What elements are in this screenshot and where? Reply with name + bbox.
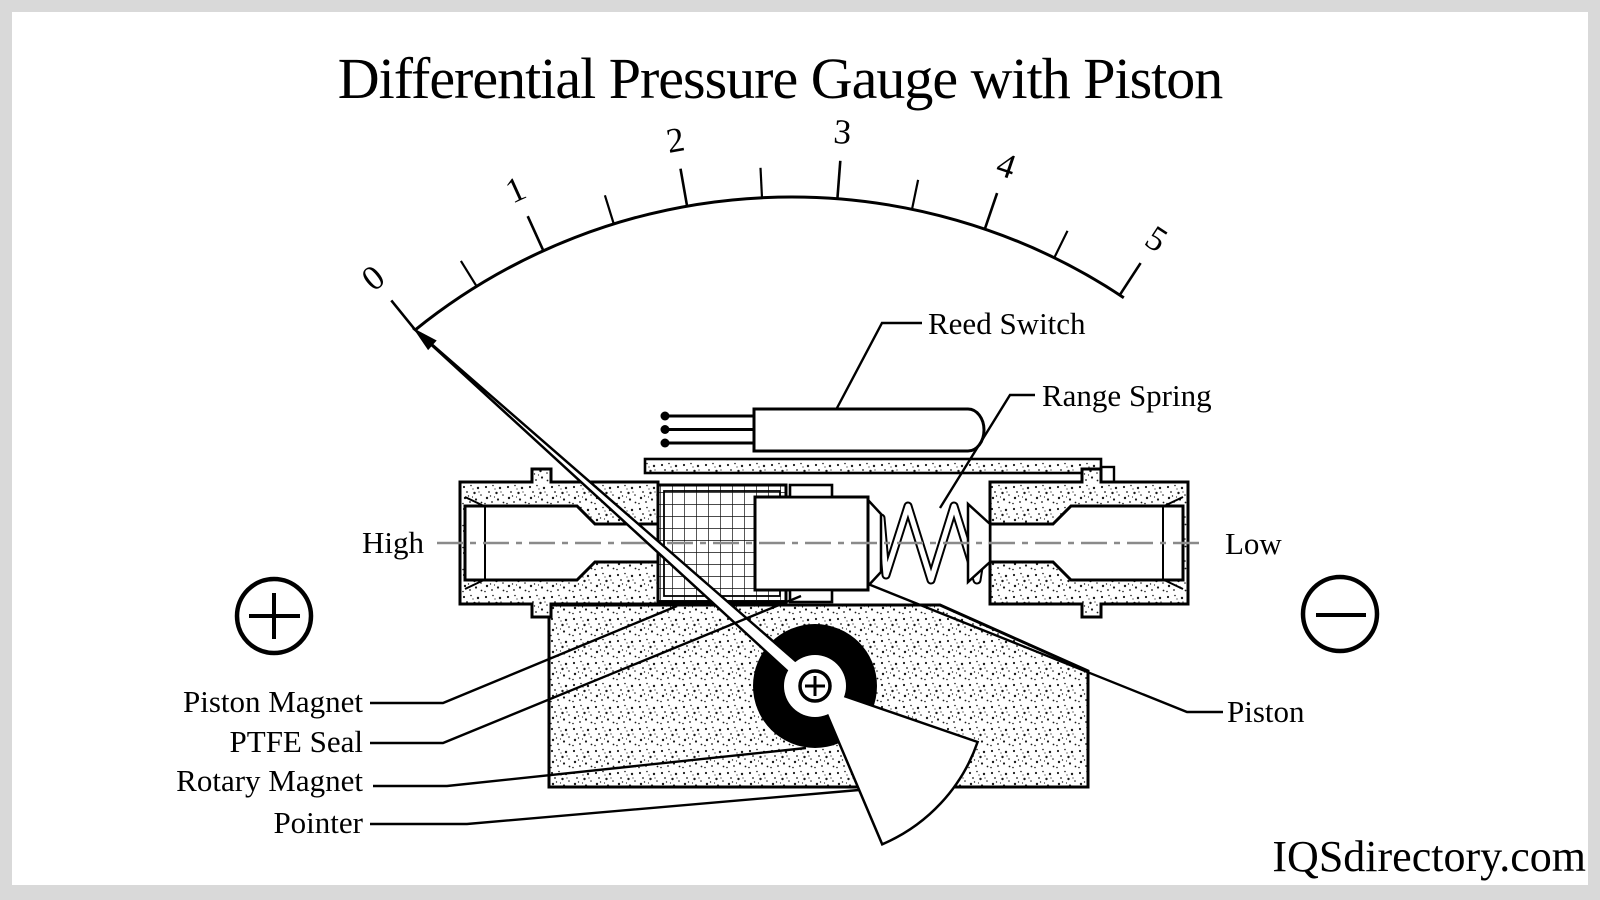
ptfe-seal-bottom [788,588,834,604]
minus-symbol-icon [1300,574,1380,654]
label-ptfe-seal: PTFE Seal [230,724,363,759]
label-piston: Piston [1227,694,1305,729]
label-high-port: High [362,525,425,560]
label-low-port: Low [1225,526,1282,561]
label-piston-magnet: Piston Magnet [183,684,363,719]
pivot-crosshair-icon [805,676,825,696]
range-spring-coil [876,501,992,585]
pointer-needle-arrowhead [413,328,437,351]
leader-range-spring [938,393,1035,509]
page-title: Differential Pressure Gauge with Piston [338,46,1224,111]
reed-switch-wires [665,414,754,445]
reed-switch-body [752,407,986,453]
leader-ptfe-seal [370,594,802,745]
watermark: IQSdirectory.com [1272,832,1586,881]
wire-terminal-dot [660,425,670,434]
leader-lines [370,321,1223,826]
scale-minor-ticks [459,167,1069,287]
scale-arc [414,195,1125,332]
scale-label-3: 3 [832,112,852,152]
scale-major-ticks [390,160,1142,331]
leader-pointer [370,788,860,826]
label-rotary-magnet: Rotary Magnet [176,763,363,798]
plus-symbol-icon [234,576,314,656]
leader-piston-magnet [370,604,678,705]
label-range-spring: Range Spring [1042,378,1212,413]
leader-piston [867,582,1223,714]
pointer-counterweight-fan [812,683,980,846]
top-plate [643,457,1116,484]
reed-switch [660,407,986,453]
wire-terminal-dot [660,438,670,448]
leader-rotary-magnet [373,746,807,788]
wire-terminal-dot [660,411,670,421]
leader-reed-switch [835,321,922,409]
ptfe-seal-top [788,483,834,499]
label-pointer: Pointer [273,805,363,840]
label-reed-switch: Reed Switch [928,306,1086,341]
